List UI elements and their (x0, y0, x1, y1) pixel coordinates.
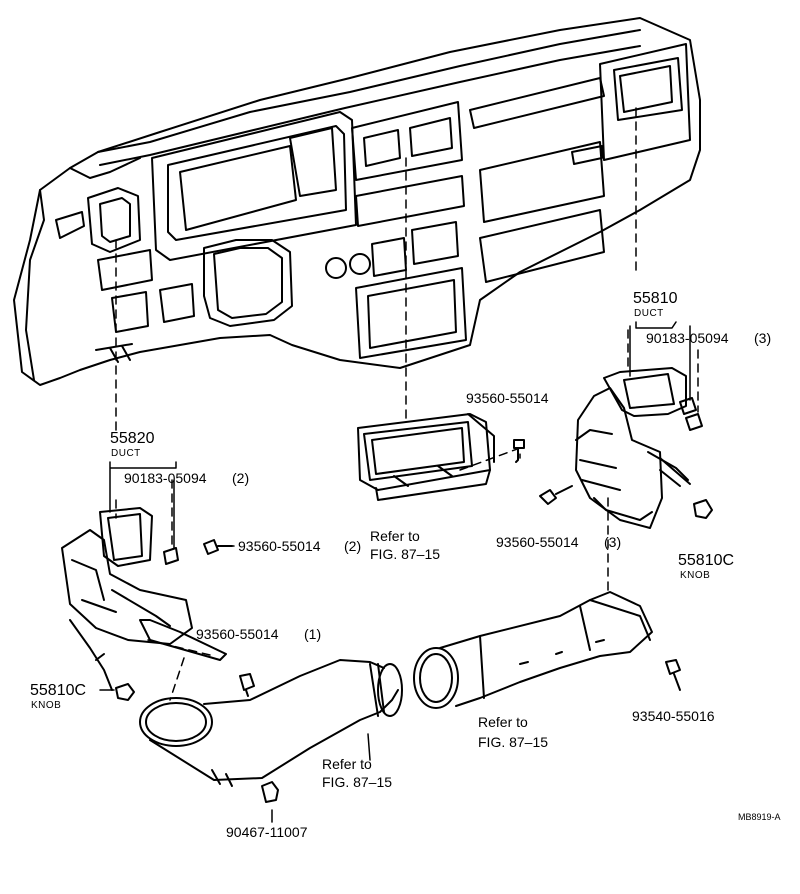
screw-left-1 (239, 673, 255, 697)
left-clip (163, 547, 179, 565)
clip-bottom-part-number: 90467-11007 (226, 824, 308, 840)
refer-mid-line1: Refer to (478, 714, 528, 730)
center-vent-right (409, 117, 453, 157)
leader-line-right (629, 321, 691, 401)
refer-top-line1: Refer to (370, 528, 420, 544)
duct-left-name: DUCT (111, 448, 141, 459)
screw-left2-part-number: 93560-55014 (238, 538, 321, 554)
instrument-panel (13, 17, 701, 386)
screw-right-part-number: 93560-55014 (496, 534, 579, 550)
screw-left1-part-number: 93560-55014 (196, 626, 279, 642)
duct-left-number: 55820 (110, 430, 155, 447)
screw-center-part-number: 93560-55014 (466, 390, 549, 406)
screw-center-top (513, 439, 525, 463)
refer-mid-line2: FIG. 87–15 (478, 734, 549, 750)
screw-bottom-right-part-number: 93540-55016 (632, 708, 715, 724)
left-cable (69, 619, 113, 691)
center-knob-left (325, 257, 347, 279)
right-duct-knob-rod (659, 457, 691, 485)
clip-left-qty: (2) (232, 470, 250, 486)
duct-right-name: DUCT (634, 308, 664, 319)
screw-right-qty: (3) (604, 534, 622, 550)
right-clip-1 (679, 397, 697, 415)
screw-left2-qty: (2) (344, 538, 362, 554)
diagram-code: MB8919-A (738, 812, 781, 822)
center-knob-right (349, 253, 371, 275)
left-knob (115, 683, 135, 701)
left-duct-55820 (61, 507, 227, 691)
knob-right-number: 55810C (678, 552, 735, 569)
refer-top-line2: FIG. 87–15 (370, 546, 441, 562)
lower-right-duct (413, 591, 653, 709)
clip-right-qty: (3) (754, 330, 772, 346)
meter-cluster-opening (167, 125, 347, 241)
steering-column-opening (203, 239, 293, 327)
clip-bottom (261, 781, 279, 803)
screw-bottom-right (665, 659, 681, 691)
clip-right-part-number: 90183-05094 (646, 330, 729, 346)
center-vent-left (363, 129, 401, 167)
right-vent-grille (619, 65, 673, 113)
center-vent-assembly (357, 413, 495, 501)
alignment-lines (115, 107, 699, 701)
refer-bottom-line1: Refer to (322, 756, 372, 772)
knob-right-name: KNOB (680, 570, 711, 581)
screw-left1-qty: (1) (304, 626, 322, 642)
clip-left-part-number: 90183-05094 (124, 470, 207, 486)
right-knob (693, 499, 713, 519)
screw-left-2 (203, 539, 233, 555)
duct-right-number: 55810 (633, 290, 678, 307)
right-clip-2 (685, 413, 703, 431)
left-vent-grille (99, 197, 131, 243)
leader-line-refer-mid (367, 733, 371, 761)
knob-left-name: KNOB (31, 700, 62, 711)
left-control-arm (139, 619, 227, 661)
leader-line-left (109, 461, 177, 549)
lower-left-duct (139, 659, 403, 787)
right-duct-55810 (575, 367, 703, 529)
refer-bottom-line2: FIG. 87–15 (322, 774, 393, 790)
knob-left-number: 55810C (30, 682, 87, 699)
screw-right (539, 485, 573, 505)
